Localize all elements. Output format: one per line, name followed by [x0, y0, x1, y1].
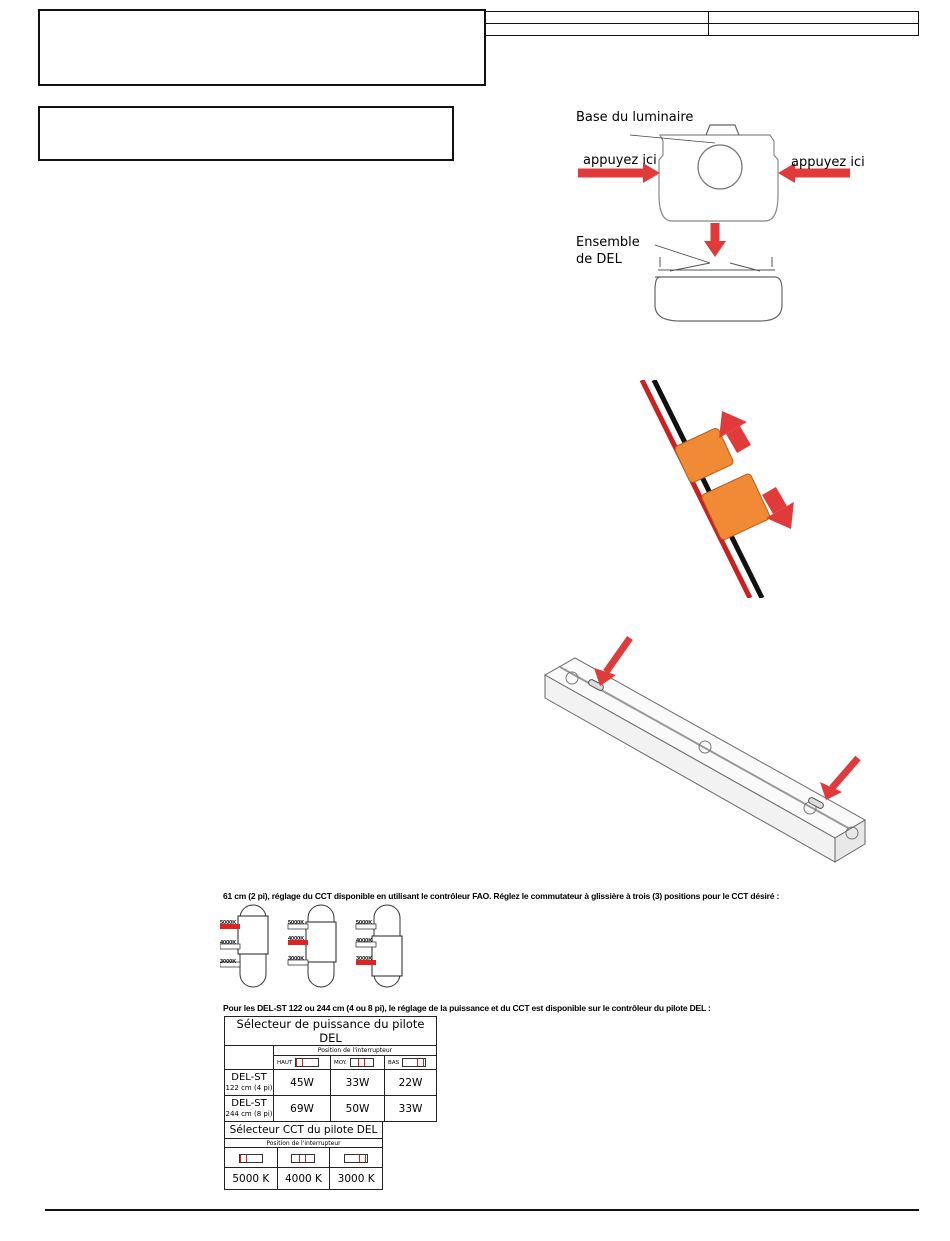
cct-value-4000: 4000 K: [276, 1167, 331, 1190]
row1-low-value: 22W: [384, 1069, 437, 1096]
cct-switch-note: 61 cm (2 pi), réglage du CCT disponible …: [223, 891, 780, 901]
slider-4000k-position: [287, 904, 337, 988]
cct-switch-5000-icon: [238, 1154, 263, 1163]
cct-value-5000: 5000 K: [224, 1167, 278, 1190]
row1-medium-value: 33W: [330, 1069, 386, 1096]
slider1-label-5000k: 5000K: [220, 920, 237, 926]
power-col-medium: MOY.: [334, 1060, 347, 1066]
slider3-label-3000k: 3000K: [356, 956, 373, 962]
led-assembly-label-line1: Ensemble: [576, 235, 640, 250]
switch-low-icon: [402, 1058, 427, 1067]
slider3-label-4000k: 4000K: [356, 938, 373, 944]
row2-medium-value: 50W: [330, 1095, 386, 1122]
led-assembly-label-line2: de DEL: [576, 252, 622, 267]
slider1-label-4000k: 4000K: [220, 940, 237, 946]
cct-selector-table: Sélecteur CCT du pilote DEL Position de …: [224, 1121, 383, 1190]
row2-low-value: 33W: [384, 1095, 437, 1122]
cct-switch-4000-icon: [291, 1154, 316, 1163]
cct-switch-3000-icon: [344, 1154, 369, 1163]
press-here-left-label: appuyez ici: [583, 153, 657, 168]
row1-size: 122 cm (4 pi): [225, 1083, 273, 1092]
footer-rule: [45, 1209, 919, 1211]
slider1-label-3000k: 3000K: [220, 959, 237, 965]
row2-model: DEL-ST: [231, 1097, 267, 1109]
section-title-box: [38, 106, 454, 161]
power-table-title: Sélecteur de puissance du pilote DEL: [224, 1016, 437, 1046]
wire-connector-diagram: [640, 380, 794, 598]
fixture-disassembly-diagram: [578, 124, 850, 322]
slider3-label-5000k: 5000K: [356, 920, 373, 926]
fixture-channel-diagram: [543, 635, 866, 863]
switch-medium-icon: [349, 1058, 374, 1067]
slider2-label-4000k: 4000K: [288, 936, 305, 942]
row1-model: DEL-ST: [231, 1071, 267, 1083]
row2-size: 244 cm (8 pi): [225, 1109, 273, 1118]
driver-note: Pour les DEL-ST 122 ou 244 cm (4 ou 8 pi…: [223, 1003, 711, 1013]
power-col-low: BAS: [388, 1060, 400, 1066]
cct-value-3000: 3000 K: [329, 1167, 383, 1190]
base-label: Base du luminaire: [576, 110, 694, 125]
row2-high-value: 69W: [272, 1095, 332, 1122]
cct-slider-illustrations: [220, 904, 403, 988]
header-info-table: [485, 11, 919, 36]
cct-switch-position-label: Position de l'interrupteur: [224, 1138, 383, 1148]
header-title-box: [38, 9, 486, 86]
cct-table-title: Sélecteur CCT du pilote DEL: [224, 1121, 383, 1139]
switch-high-icon: [295, 1058, 320, 1067]
power-col-high: HAUT: [277, 1060, 293, 1066]
power-selector-table: Sélecteur de puissance du pilote DEL Pos…: [224, 1016, 437, 1122]
slider-5000k-position: [220, 904, 269, 988]
row1-high-value: 45W: [272, 1069, 332, 1096]
slider2-label-3000k: 3000K: [288, 956, 305, 962]
power-switch-position-label: Position de l'interrupteur: [273, 1045, 437, 1056]
press-here-right-label: appuyez ici: [791, 155, 865, 170]
slider-3000k-position: [355, 904, 403, 988]
slider2-label-5000k: 5000K: [288, 920, 305, 926]
